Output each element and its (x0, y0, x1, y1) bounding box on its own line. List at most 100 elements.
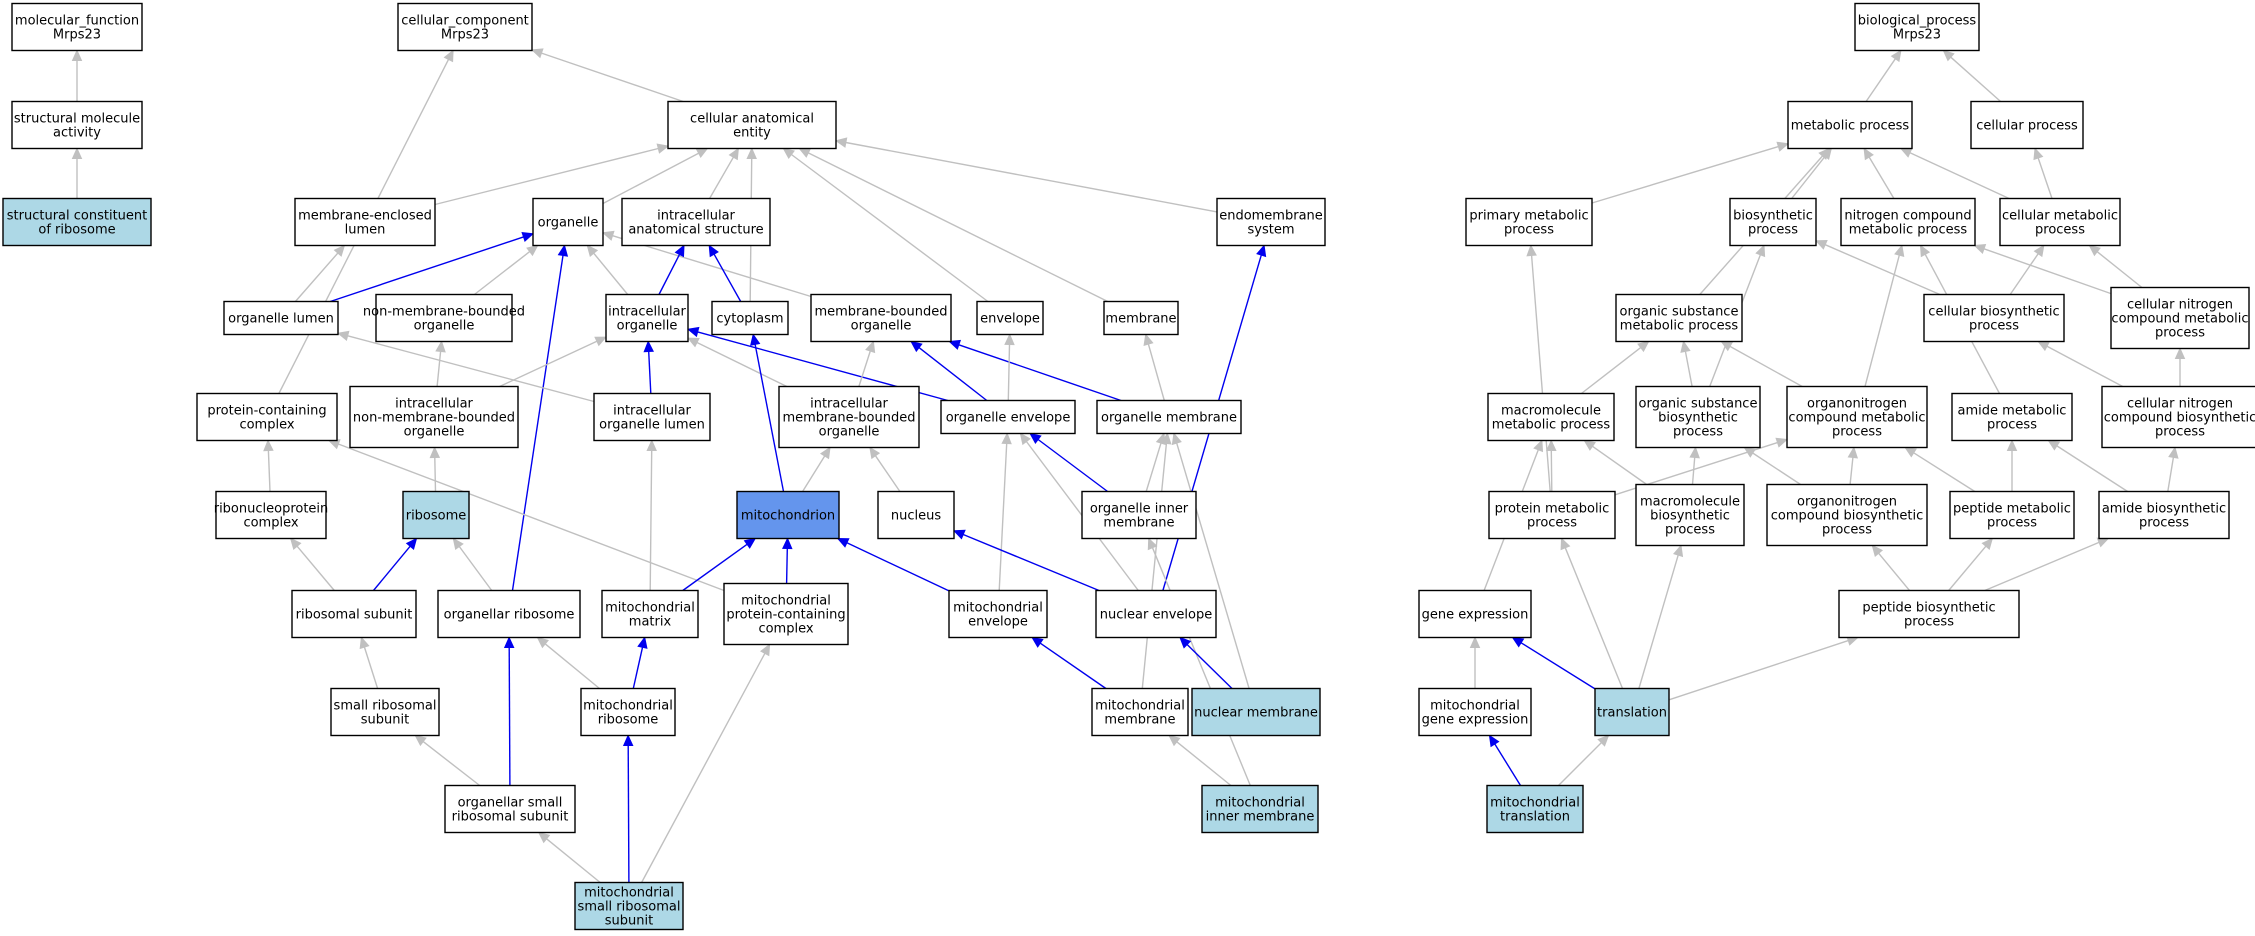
edge-layer (71, 48, 2186, 884)
edge-oe-to-mbo (910, 340, 988, 402)
edge-arrowhead (359, 636, 370, 650)
node-label-line: envelope (980, 312, 1040, 327)
edge-osrs-to-srs (414, 734, 481, 787)
node-label-line: complex (758, 622, 813, 637)
node-label-line: biological_process (1858, 14, 1977, 29)
edge-line (708, 156, 735, 199)
node-label-line: organelle (404, 425, 465, 440)
edge-arrowhead (1847, 446, 1859, 459)
node-box (2, 197, 152, 247)
edge-line (1638, 554, 1679, 689)
edge-line (1791, 155, 1826, 199)
edge-arrowhead (646, 439, 657, 451)
edge-tr-to-pbp (1668, 635, 1859, 701)
node-label-line: organellar ribosome (444, 608, 575, 623)
go-node-org: organelle (532, 197, 604, 247)
node-label-line: translation (1597, 706, 1667, 721)
edge-arrowhead (601, 230, 615, 241)
node-box (11, 100, 143, 150)
edge-line (1824, 244, 1941, 296)
node-box (1635, 483, 1745, 547)
go-node-ol: organelle lumen (223, 300, 339, 336)
edge-mmem-to-menv (1031, 636, 1107, 690)
go-node-mp: metabolic process (1787, 100, 1913, 150)
node-label-line: Mrps23 (441, 28, 489, 43)
edge-arrowhead (405, 537, 418, 550)
edge-arrowhead (674, 244, 685, 258)
edge-arrowhead (686, 337, 700, 348)
node-label-line: translation (1500, 810, 1570, 825)
edge-iol-to-io (643, 340, 654, 394)
edge-rnpc-to-pcc (263, 439, 274, 492)
node-box (621, 197, 771, 247)
edge-line (1550, 450, 1553, 492)
edge-arrowhead (637, 636, 648, 649)
edge-mmem-to-om (1141, 432, 1172, 689)
edge-pbp-to-abp (1984, 537, 2110, 592)
node-box (1840, 197, 1976, 247)
edge-arrowhead (2006, 439, 2018, 451)
edge-arrowhead (1526, 244, 1537, 257)
edge-line (998, 443, 1008, 591)
edge-orib-to-org (511, 244, 569, 591)
node-label-line: structural constituent (7, 209, 148, 224)
node-label-line: mitochondrion (741, 509, 835, 524)
node-label-line: nuclear membrane (1194, 706, 1318, 721)
node-label-line: biosynthetic (1658, 411, 1738, 426)
edge-line (1186, 644, 1233, 689)
node-label-line: membrane-bounded (814, 305, 947, 320)
edge-ol-to-org (330, 232, 535, 303)
node-box (667, 100, 837, 150)
node-label-line: metabolic process (1492, 418, 1611, 433)
edge-arrowhead (948, 339, 962, 350)
node-label-line: gene expression (1422, 713, 1529, 728)
edge-rs-to-rib (372, 537, 418, 591)
go-node-mito: mitochondrion (736, 490, 840, 540)
edge-line (511, 255, 564, 591)
edge-msrs-to-osrs (537, 831, 601, 884)
edge-arrowhead (1143, 333, 1154, 346)
edge-arrowhead (1942, 49, 1955, 62)
node-box (2110, 286, 2250, 350)
node-box (976, 300, 1044, 336)
edge-arrowhead (1597, 734, 1610, 747)
edge-arrowhead (452, 537, 464, 551)
node-label-line: organic substance (1639, 397, 1758, 412)
node-label-line: molecular_function (15, 14, 139, 29)
node-label-line: subunit (361, 713, 409, 728)
node-label-line: intracellular (613, 404, 691, 419)
edge-abp-to-cncbp (2167, 446, 2179, 492)
edge-arrowhead (1031, 636, 1044, 648)
edge-arrowhead (1256, 244, 1267, 258)
edge-line (1950, 56, 2002, 103)
edge-mim-to-mmem (1168, 734, 1232, 787)
edge-line (649, 450, 653, 591)
edge-nmem-to-om (1171, 432, 1250, 689)
edge-arrowhead (656, 143, 670, 154)
edge-line (962, 533, 1100, 592)
edge-line (846, 542, 950, 592)
edge-oncbp-to-osbp (1743, 446, 1801, 486)
node-box (402, 490, 470, 540)
edge-mel-to-cae (434, 143, 670, 206)
edge-line (458, 546, 493, 591)
node-label-line: metabolic process (1849, 223, 1968, 238)
go-node-nmem: nuclear membrane (1191, 687, 1321, 737)
edge-inmbo-to-io (499, 336, 608, 388)
edge-line (1580, 347, 1642, 395)
edge-arrowhead (1637, 340, 1650, 353)
edge-arrowhead (869, 446, 881, 460)
node-label-line: nuclear envelope (1100, 608, 1212, 623)
edge-nenv-to-nuc (952, 529, 1100, 592)
edge-line (658, 254, 681, 295)
edge-arrowhead (71, 49, 83, 61)
node-label-line: peptide biosynthetic (1862, 601, 1995, 616)
node-label-line: organonitrogen (1807, 397, 1907, 412)
